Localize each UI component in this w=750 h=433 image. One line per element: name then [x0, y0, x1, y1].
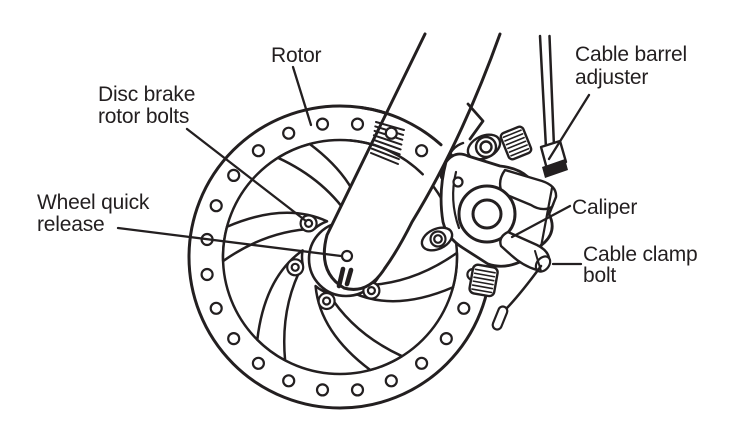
label-barrel-adjuster-line2: adjuster: [575, 66, 648, 89]
barrel-ring: [542, 159, 568, 178]
brake-cable-housing: [538, 34, 556, 150]
lower-pad-adjuster: [468, 263, 499, 298]
quick-release-drawing: [336, 249, 354, 289]
upper-pad-adjuster: [499, 125, 533, 161]
band-holes-over-fork: [384, 126, 429, 158]
caliper-dial-inner: [471, 198, 503, 230]
hidden-fork-hatching: [370, 121, 405, 165]
lower-mount-lug: [420, 226, 454, 252]
label-rotor: Rotor: [271, 44, 322, 67]
rotor-band-over-fork: [348, 106, 443, 176]
leader-lines: [116, 65, 591, 266]
upper-mount-lug: [466, 133, 502, 161]
label-barrel-adjuster-line1: Cable barrel: [575, 43, 687, 66]
label-clamp-bolt-line1: Cable clamp: [583, 243, 698, 266]
cable-end-crimp: [491, 305, 509, 331]
quick-release-lever-slot: [336, 266, 354, 289]
caliper-pin: [452, 176, 464, 188]
label-rotor-bolts-line2: rotor bolts: [98, 105, 189, 128]
caliper-drawing: [420, 34, 568, 331]
cable-end: [505, 264, 543, 310]
label-quick-release-line1: Wheel quick: [37, 191, 150, 214]
quick-release-hole: [340, 249, 354, 263]
label-caliper: Caliper: [572, 196, 637, 219]
cable-barrel-adjuster-part: [539, 139, 568, 178]
leader-rotor: [291, 65, 313, 127]
fork-right-edge: [383, 32, 502, 270]
caliper-cable-arm: [498, 168, 558, 211]
leader-caliper: [510, 204, 572, 239]
fork-blade: [324, 32, 500, 290]
label-rotor-bolts-line1: Disc brake: [98, 83, 195, 106]
leader-rotor-bolts: [185, 127, 308, 223]
rotor-outer-edge-over-fork: [359, 106, 443, 147]
label-quick-release-line2: release: [37, 213, 104, 236]
labels: Rotor Disc brake rotor bolts Wheel quick…: [37, 43, 698, 287]
caliper-mount-bracket: [466, 102, 485, 141]
label-clamp-bolt-line2: bolt: [583, 264, 616, 287]
caliper-body-contour: [452, 170, 461, 230]
leader-barrel-adjuster: [547, 93, 591, 161]
leader-quick-release: [116, 226, 343, 258]
